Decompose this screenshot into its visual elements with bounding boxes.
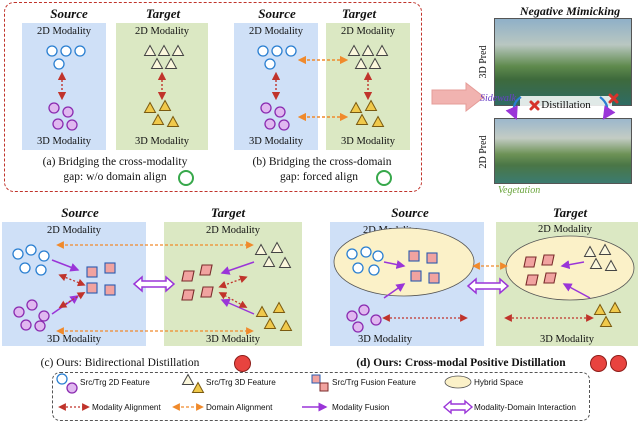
a-source-2d-label: 2D Modality (37, 26, 91, 37)
a-source-3d-label: 3D Modality (37, 136, 91, 147)
d-target-3d-label: 3D Modality (540, 334, 594, 345)
legend-2d-feature: Src/Trg 2D Feature (80, 378, 150, 387)
legend-domain-alignment: Domain Alignment (206, 403, 273, 412)
legend-hybrid-space: Hybrid Space (474, 378, 524, 387)
b-target-3d-label: 3D Modality (341, 136, 395, 147)
legend-fusion-feature: Src/Trg Fusion Feature (332, 378, 416, 387)
negative-title: Negative Mimicking (519, 4, 621, 18)
vegetation-label: Vegetation (498, 185, 540, 196)
cross-icon (529, 93, 619, 111)
legend-modality-alignment: Modality Alignment (92, 403, 161, 412)
pred-2d-image (494, 118, 632, 184)
distillation-label: Distillation (541, 99, 591, 111)
c-source-3d-label: 3D Modality (47, 334, 101, 345)
legend-modality-fusion: Modality Fusion (332, 403, 390, 412)
b-caption-line1: (b) Bridging the cross-domain (252, 156, 392, 168)
legend-box (52, 372, 590, 421)
c-source-2d-label: 2D Modality (47, 225, 101, 236)
a-target-title: Target (145, 6, 181, 21)
d-caption: (d) Ours: Cross-modal Positive Distillat… (356, 357, 566, 369)
top-frame (4, 2, 422, 192)
c-source-title: Source (61, 205, 99, 220)
sidewalk-label: Sidewalk (480, 93, 517, 104)
c-target-title: Target (210, 205, 246, 220)
b-caption-line2: gap: forced align (280, 171, 358, 183)
d-source-title: Source (391, 205, 429, 220)
happy-face-icon (590, 355, 607, 372)
happy-face-icon (610, 355, 627, 372)
d-source-3d-label: 3D Modality (358, 334, 412, 345)
sad-face-icon (178, 170, 194, 186)
d-target-title: Target (552, 205, 588, 220)
b-source-2d-label: 2D Modality (249, 26, 303, 37)
c-target-2d-label: 2D Modality (206, 225, 260, 236)
a-target-2d-label: 2D Modality (135, 26, 189, 37)
a-target-3d-label: 3D Modality (135, 136, 189, 147)
a-caption-line2: gap: w/o domain align (63, 171, 167, 183)
b-target-2d-label: 2D Modality (341, 26, 395, 37)
b-target-title: Target (341, 6, 377, 21)
c-caption: (c) Ours: Bidirectional Distillation (40, 357, 200, 369)
a-caption-line1: (a) Bridging the cross-modality (42, 156, 188, 168)
b-source-3d-label: 3D Modality (249, 136, 303, 147)
d-target-2d-label: 2D Modality (538, 224, 593, 235)
pred-3d-label: 3D Pred (478, 45, 489, 78)
a-source-title: Source (50, 6, 88, 21)
c-target-3d-label: 3D Modality (206, 334, 260, 345)
legend-3d-feature: Src/Trg 3D Feature (206, 378, 276, 387)
b-source-title: Source (258, 6, 296, 21)
sad-face-icon (376, 170, 392, 186)
happy-face-icon (234, 355, 251, 372)
legend-modality-domain-interaction: Modality-Domain Interaction (474, 403, 576, 412)
pred-2d-label: 2D Pred (478, 135, 489, 168)
